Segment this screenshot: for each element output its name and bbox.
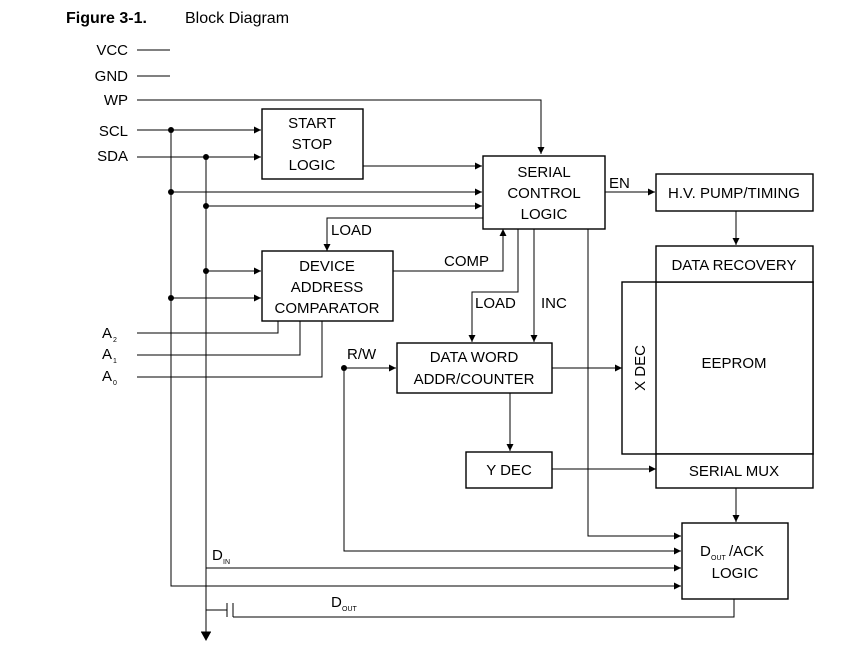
signal-rw-label: R/W — [347, 346, 377, 363]
svg-text:COMPARATOR: COMPARATOR — [274, 300, 379, 317]
dout-ack-logic-block: D OUT /ACK LOGIC — [681, 522, 789, 600]
svg-text:LOGIC: LOGIC — [521, 206, 568, 223]
data-recovery-block: DATA RECOVERY — [655, 245, 814, 283]
start-stop-logic-block: START STOP LOGIC — [261, 108, 364, 180]
signal-comp-label: COMP — [444, 253, 489, 270]
svg-text:D: D — [700, 543, 711, 560]
pin-vcc-label: VCC — [96, 42, 128, 59]
serial-control-logic-block: SERIAL CONTROL LOGIC — [482, 155, 606, 230]
svg-text:DEVICE: DEVICE — [299, 258, 355, 275]
svg-text:LOGIC: LOGIC — [712, 565, 759, 582]
svg-text:SERIAL: SERIAL — [517, 164, 570, 181]
hv-pump-timing-block: H.V. PUMP/TIMING — [655, 173, 814, 212]
eeprom-array-block: EEPROM X DEC — [621, 281, 814, 455]
eeprom-label: EEPROM — [701, 355, 766, 372]
svg-text:DATA WORD: DATA WORD — [430, 349, 519, 366]
wires — [137, 49, 740, 641]
signal-load-mid-label: LOAD — [475, 295, 516, 312]
signal-dout-label: D — [331, 594, 342, 611]
svg-text:SERIAL MUX: SERIAL MUX — [689, 463, 779, 480]
svg-text:ADDR/COUNTER: ADDR/COUNTER — [414, 371, 535, 388]
x-dec-label: X DEC — [632, 345, 649, 391]
svg-text:ADDRESS: ADDRESS — [291, 279, 364, 296]
signal-din-label: D — [212, 547, 223, 564]
serial-mux-block: SERIAL MUX — [655, 453, 814, 489]
signal-inc-label: INC — [541, 295, 567, 312]
svg-text:/ACK: /ACK — [729, 543, 764, 560]
pin-gnd-label: GND — [95, 68, 129, 85]
junction-dots — [168, 127, 347, 371]
svg-text:H.V. PUMP/TIMING: H.V. PUMP/TIMING — [668, 185, 800, 202]
figure-label: Figure 3-1. — [66, 10, 147, 27]
pin-a1-label: A — [102, 346, 112, 363]
y-dec-block: Y DEC — [465, 451, 553, 489]
signal-load-top-label: LOAD — [331, 222, 372, 239]
svg-text:DATA RECOVERY: DATA RECOVERY — [671, 257, 796, 274]
pin-a2-sub: 2 — [113, 337, 117, 344]
pin-wp-label: WP — [104, 92, 128, 109]
svg-text:CONTROL: CONTROL — [507, 185, 580, 202]
svg-text:LOGIC: LOGIC — [289, 157, 336, 174]
svg-text:STOP: STOP — [292, 136, 333, 153]
svg-text:Y DEC: Y DEC — [486, 462, 532, 479]
signal-dout-sub: OUT — [342, 606, 358, 613]
signal-din-sub: IN — [223, 559, 230, 566]
pin-a1-sub: 1 — [113, 358, 117, 365]
pin-a0-label: A — [102, 368, 112, 385]
pin-a2-label: A — [102, 325, 112, 342]
pin-sda-label: SDA — [97, 148, 128, 165]
pin-scl-label: SCL — [99, 123, 128, 140]
pin-a0-sub: 0 — [113, 380, 117, 387]
data-word-addr-counter-block: DATA WORD ADDR/COUNTER — [396, 342, 553, 394]
svg-text:OUT: OUT — [711, 555, 727, 562]
device-address-comparator-block: DEVICE ADDRESS COMPARATOR — [261, 250, 394, 322]
svg-text:START: START — [288, 115, 336, 132]
signal-en-label: EN — [609, 175, 630, 192]
figure-title: Block Diagram — [185, 10, 290, 27]
